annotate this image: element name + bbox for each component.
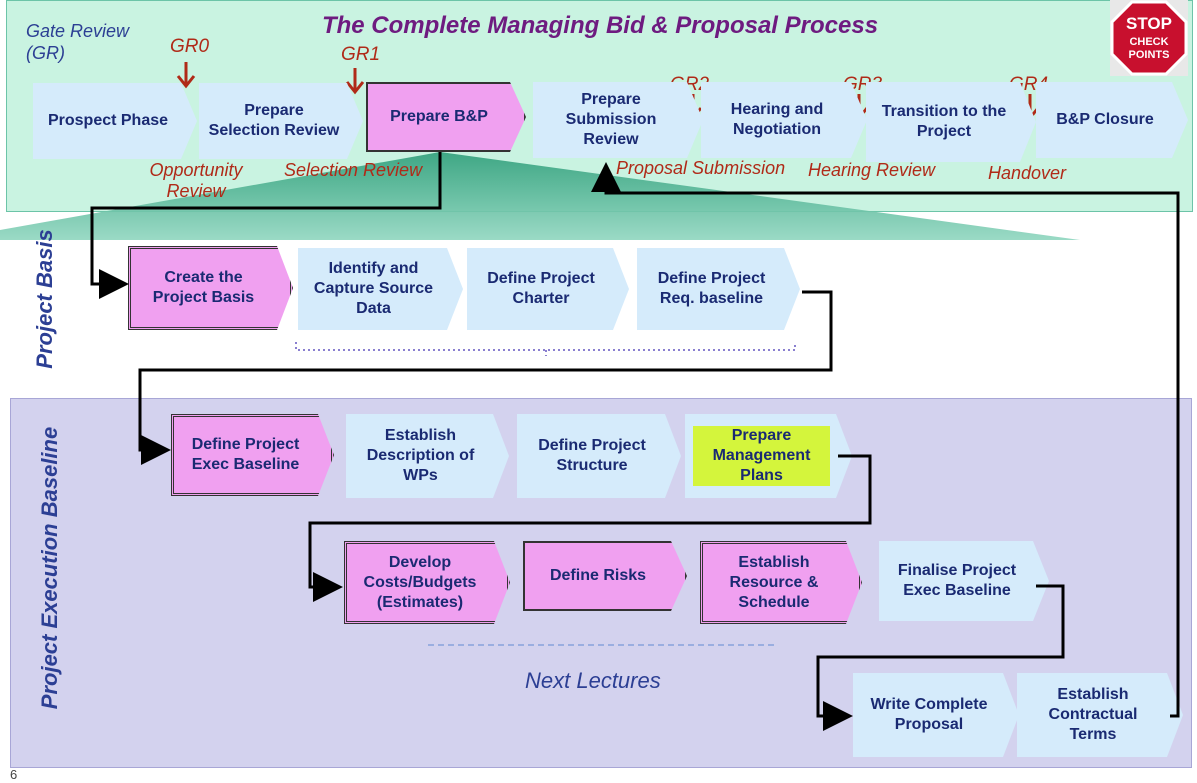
review-handover: Handover bbox=[988, 163, 1067, 183]
gate-label-gr0: GR0 bbox=[170, 36, 210, 57]
step-develop-costs-budgets[interactable]: Develop Costs/Budgets (Estimates) bbox=[344, 541, 510, 624]
review-proposal-submission: Proposal Submission bbox=[616, 158, 786, 178]
highlighted-label: Prepare Management Plans bbox=[693, 426, 830, 486]
page-title: The Complete Managing Bid & Proposal Pro… bbox=[321, 12, 879, 39]
next-lectures-label: Next Lectures bbox=[525, 668, 661, 693]
review-opportunity: Opportunity Review bbox=[136, 160, 256, 202]
stop-checkpoints-icon: STOP CHECK POINTS bbox=[1110, 0, 1188, 76]
step-prepare-management-plans[interactable]: Prepare Management Plans bbox=[685, 414, 852, 498]
connector-basis-to-exec bbox=[138, 290, 833, 465]
page-number: 6 bbox=[10, 767, 18, 782]
gate-arrow-gr0-icon bbox=[176, 62, 196, 89]
step-define-project-structure[interactable]: Define Project Structure bbox=[517, 414, 681, 498]
phase-transition-to-project[interactable]: Transition to the Project bbox=[866, 82, 1036, 162]
review-opportunity-line2: Review bbox=[166, 181, 226, 201]
step-establish-resource-schedule[interactable]: Establish Resource & Schedule bbox=[700, 541, 862, 624]
step-establish-description-of-wps[interactable]: Establish Description of WPs bbox=[346, 414, 509, 498]
connector-back-to-submission bbox=[591, 162, 1180, 718]
gate-label-gr1: GR1 bbox=[341, 44, 381, 65]
check-text: CHECK bbox=[1129, 36, 1168, 48]
connector-row1-to-row2 bbox=[308, 454, 872, 602]
stop-text: STOP bbox=[1126, 14, 1172, 33]
review-selection: Selection Review bbox=[284, 160, 423, 180]
connector-row2-to-row3 bbox=[816, 584, 1065, 731]
gate-review-caption-line2: (GR) bbox=[26, 43, 65, 63]
basis-bracket bbox=[295, 342, 796, 356]
step-write-complete-proposal[interactable]: Write Complete Proposal bbox=[853, 673, 1019, 757]
step-define-project-charter[interactable]: Define Project Charter bbox=[467, 248, 629, 330]
step-define-project-exec-baseline[interactable]: Define Project Exec Baseline bbox=[171, 414, 334, 496]
phase-hearing-negotiation[interactable]: Hearing and Negotiation bbox=[701, 82, 867, 158]
gate-review-caption-line1: Gate Review bbox=[26, 21, 130, 41]
step-define-project-req-baseline[interactable]: Define Project Req. baseline bbox=[637, 248, 800, 330]
phase-prospect[interactable]: Prospect Phase bbox=[33, 83, 197, 159]
phase-prepare-selection-review[interactable]: Prepare Selection Review bbox=[199, 83, 363, 159]
points-text: POINTS bbox=[1129, 49, 1170, 61]
step-finalise-project-exec-baseline[interactable]: Finalise Project Exec Baseline bbox=[879, 541, 1049, 621]
step-create-project-basis[interactable]: Create the Project Basis bbox=[128, 246, 293, 330]
step-define-risks[interactable]: Define Risks bbox=[523, 541, 687, 611]
gate-review-caption: Gate Review (GR) bbox=[26, 20, 129, 64]
review-hearing: Hearing Review bbox=[808, 160, 936, 180]
gate-arrow-gr1-icon bbox=[345, 68, 365, 95]
phase-prepare-submission-review[interactable]: Prepare Submission Review bbox=[533, 82, 703, 158]
step-establish-contractual-terms[interactable]: Establish Contractual Terms bbox=[1017, 673, 1183, 757]
review-opportunity-line1: Opportunity bbox=[149, 160, 243, 180]
step-identify-capture-source-data[interactable]: Identify and Capture Source Data bbox=[298, 248, 463, 330]
phase-prepare-bp[interactable]: Prepare B&P bbox=[366, 82, 526, 152]
phase-bp-closure[interactable]: B&P Closure bbox=[1036, 82, 1188, 158]
connector-bp-to-basis bbox=[90, 152, 442, 299]
